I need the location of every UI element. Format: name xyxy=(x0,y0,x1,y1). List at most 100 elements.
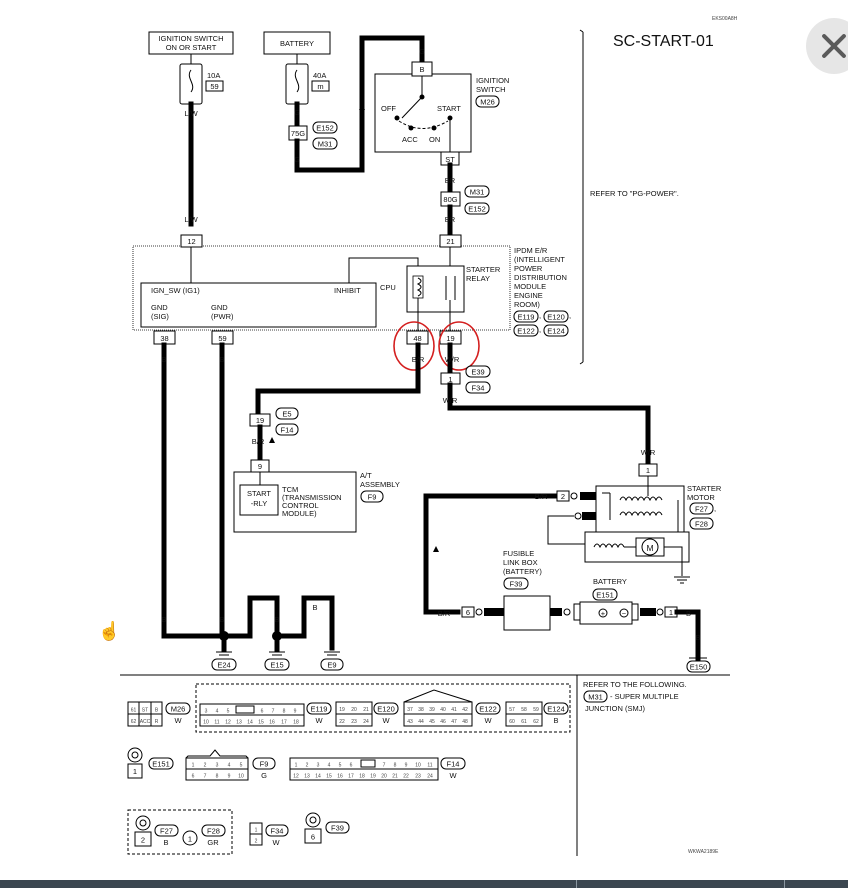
hand-cursor-icon: ☝ xyxy=(98,621,121,641)
fusible-link-box xyxy=(503,595,551,631)
battery-label: BATTERY xyxy=(280,39,314,48)
svg-text:A/T: A/T xyxy=(360,471,372,480)
connector-f27: 2 xyxy=(134,815,152,847)
svg-text:W/R: W/R xyxy=(443,396,458,405)
svg-text:F9: F9 xyxy=(260,760,269,769)
svg-text:6: 6 xyxy=(466,608,470,617)
svg-text:5: 5 xyxy=(227,709,230,715)
connector-f39: 6 xyxy=(304,812,322,844)
connector-f9: 1 2 3 4 5 6 7 8 9 10 xyxy=(185,749,249,781)
svg-text:21: 21 xyxy=(446,237,454,246)
svg-text:E124: E124 xyxy=(547,327,565,336)
ignition-switch-label-2: ON OR START xyxy=(166,43,217,52)
svg-text:,: , xyxy=(539,325,541,334)
svg-text:19: 19 xyxy=(446,334,454,343)
svg-text:MODULE: MODULE xyxy=(514,282,546,291)
svg-text:8: 8 xyxy=(283,709,286,715)
svg-text:20: 20 xyxy=(351,707,357,713)
connector-f14: 1 2 3 4 5 6 7 8 9 10 11 12 13 14 15 16 1… xyxy=(289,757,439,781)
svg-text:−: − xyxy=(622,609,627,618)
svg-text:STARTER: STARTER xyxy=(687,484,722,493)
svg-text:E119: E119 xyxy=(311,705,328,714)
svg-text:7: 7 xyxy=(383,763,386,769)
svg-text:4: 4 xyxy=(216,709,219,715)
ground-e24: E24 xyxy=(217,661,230,670)
svg-text:B/R: B/R xyxy=(412,355,425,364)
svg-text:19: 19 xyxy=(256,416,264,425)
svg-text:B: B xyxy=(161,615,166,624)
svg-text:E119: E119 xyxy=(518,313,535,322)
svg-text:10: 10 xyxy=(415,763,421,769)
svg-text:4: 4 xyxy=(328,763,331,769)
svg-text:IGNITION: IGNITION xyxy=(476,76,509,85)
starter-solenoid xyxy=(595,485,685,533)
svg-text:80G: 80G xyxy=(443,195,457,204)
svg-text:LINK BOX: LINK BOX xyxy=(503,558,538,567)
svg-text:W: W xyxy=(484,716,492,725)
connector-e124: 57 58 59 60 61 62 xyxy=(505,701,543,727)
svg-text:CONTROL: CONTROL xyxy=(282,501,319,510)
ign-switch-contact xyxy=(401,96,423,119)
svg-text:G: G xyxy=(261,771,267,780)
svg-text:B: B xyxy=(219,615,224,624)
svg-text:18: 18 xyxy=(359,774,365,780)
svg-text:22: 22 xyxy=(403,774,409,780)
ignition-switch-body xyxy=(374,73,472,153)
svg-text:E120: E120 xyxy=(547,313,565,322)
svg-text:E124: E124 xyxy=(547,705,565,714)
svg-text:(INTELLIGENT: (INTELLIGENT xyxy=(514,255,565,264)
svg-text:ACC: ACC xyxy=(140,719,151,725)
arrow-up-icon xyxy=(433,546,439,552)
svg-text:1: 1 xyxy=(669,608,673,617)
svg-text:4: 4 xyxy=(228,763,231,769)
svg-text:13: 13 xyxy=(304,774,310,780)
svg-text:20: 20 xyxy=(381,774,387,780)
svg-text:22: 22 xyxy=(339,719,345,725)
ipdm-connector-group xyxy=(195,683,571,733)
svg-text:12: 12 xyxy=(225,720,231,726)
wire-br-battery xyxy=(423,493,559,615)
svg-text:B: B xyxy=(312,603,317,612)
svg-text:ENGINE: ENGINE xyxy=(514,291,543,300)
svg-text:5: 5 xyxy=(339,763,342,769)
svg-text:DISTRIBUTION: DISTRIBUTION xyxy=(514,273,567,282)
svg-text:M31: M31 xyxy=(470,188,485,197)
ipdm-cpu-label: CPU xyxy=(380,283,396,292)
svg-text:ROOM): ROOM) xyxy=(514,300,540,309)
svg-text:1: 1 xyxy=(133,767,137,776)
tcm-start-rly xyxy=(239,484,279,516)
svg-text:14: 14 xyxy=(315,774,321,780)
fuse-batt-rating: 40A xyxy=(313,71,326,80)
wire-wr-starter xyxy=(447,382,651,467)
svg-text:W/R: W/R xyxy=(641,448,656,457)
svg-text:E152: E152 xyxy=(468,205,486,214)
svg-text:- SUPER MULTIPLE: - SUPER MULTIPLE xyxy=(610,692,679,701)
svg-text:GND: GND xyxy=(151,303,168,312)
svg-text:(SIG): (SIG) xyxy=(151,312,169,321)
svg-text:1: 1 xyxy=(646,466,650,475)
svg-text:7: 7 xyxy=(204,774,207,780)
ground-e150: E150 xyxy=(690,663,708,672)
svg-text:2: 2 xyxy=(306,763,309,769)
svg-text:9: 9 xyxy=(228,774,231,780)
ign-switch-conn: M26 xyxy=(480,98,495,107)
close-button[interactable] xyxy=(806,18,848,74)
svg-text:58: 58 xyxy=(521,707,527,713)
refer-conn: M31 xyxy=(588,693,603,702)
svg-text:6: 6 xyxy=(350,763,353,769)
svg-text:G: G xyxy=(294,155,300,164)
arrow-up-icon xyxy=(269,437,275,443)
svg-text:ST: ST xyxy=(445,155,455,164)
svg-text:SWITCH: SWITCH xyxy=(476,85,506,94)
svg-text:L/W: L/W xyxy=(184,109,198,118)
svg-text:21: 21 xyxy=(363,707,369,713)
svg-text:,: , xyxy=(569,311,571,320)
ground-e9: E9 xyxy=(327,661,336,670)
svg-text:59: 59 xyxy=(218,334,226,343)
svg-text:B: B xyxy=(219,355,224,364)
connector-e122: 37 38 39 40 41 42 43 44 45 46 47 48 xyxy=(403,689,473,727)
svg-text:OFF: OFF xyxy=(381,104,396,113)
svg-text:16: 16 xyxy=(337,774,343,780)
svg-text:F14: F14 xyxy=(447,760,460,769)
svg-text:19: 19 xyxy=(339,707,345,713)
